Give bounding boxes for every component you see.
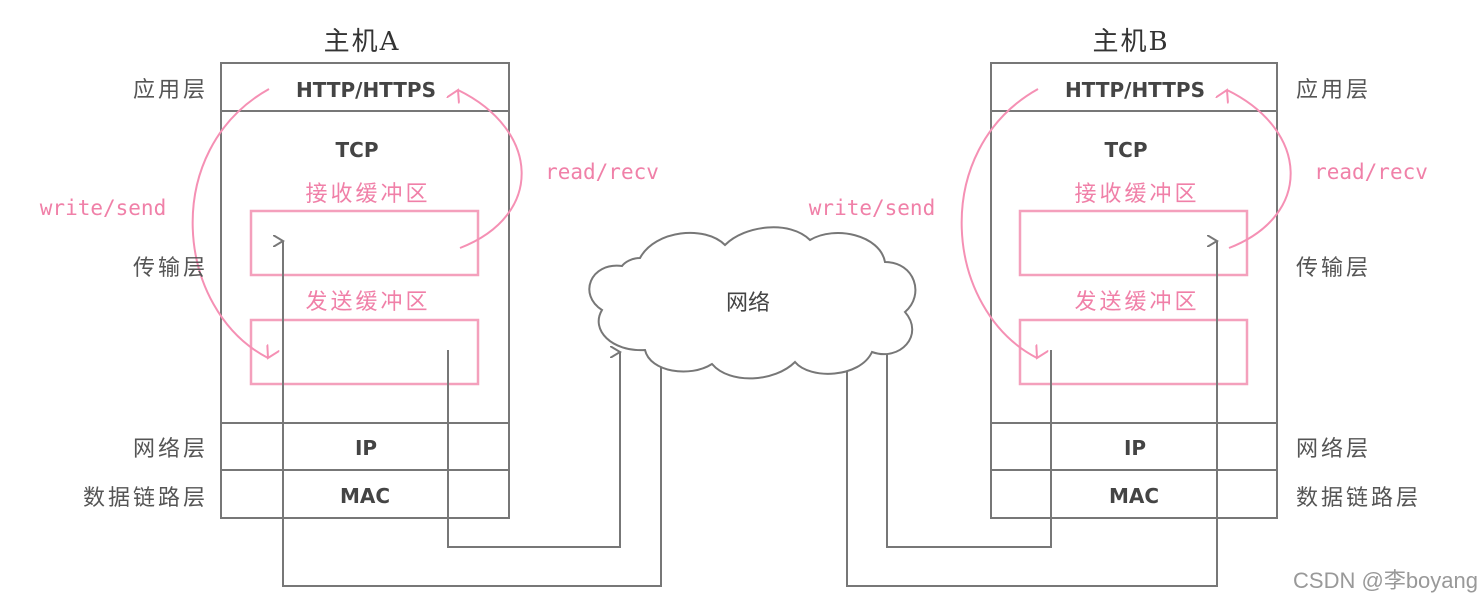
host-a: 主机A HTTP/HTTPS TCP IP MAC 接收缓冲区 发送缓冲区 wr… [40,27,662,587]
host-a-link-protocol: MAC [340,484,390,508]
host-a-app-protocol: HTTP/HTTPS [296,78,436,102]
host-b-send-buffer [1018,318,1249,386]
right-network-layer-label: 网络层 [1296,437,1371,462]
host-a-send-path [447,350,620,548]
host-a-write-send-label: write/send [40,196,166,220]
host-a-send-buffer [249,318,480,386]
left-network-layer-label: 网络层 [133,437,208,462]
cloud-shape [588,226,917,380]
host-a-transport-protocol: TCP [336,138,379,162]
left-datalink-layer-label: 数据链路层 [83,486,208,511]
host-b-send-path [887,336,1052,548]
host-a-read-recv-arrow [458,90,523,249]
layer-labels-left: 应用层 传输层 网络层 数据链路层 [83,78,208,511]
host-b-send-buffer-label: 发送缓冲区 [1074,290,1199,315]
host-b-network-protocol: IP [1124,436,1146,460]
host-b-read-recv-arrow [1227,90,1292,249]
watermark-text: CSDN @李boyang [1293,568,1478,593]
host-a-write-send-arrow [191,88,269,358]
network-label: 网络 [726,291,770,316]
host-a-network-protocol: IP [355,436,377,460]
right-transport-layer-label: 传输层 [1296,256,1371,281]
layer-labels-right: 应用层 传输层 网络层 数据链路层 [1296,78,1421,511]
left-application-layer-label: 应用层 [133,78,208,103]
host-b-write-send-label: write/send [809,196,935,220]
host-a-read-recv-label: read/recv [545,160,659,184]
host-b-write-send-arrow [960,88,1038,358]
host-b-transport-protocol: TCP [1105,138,1148,162]
host-b-read-recv-label: read/recv [1314,160,1428,184]
host-b-stack-box [990,62,1278,519]
host-a-stack-box [220,62,510,519]
host-b-link-protocol: MAC [1109,484,1159,508]
host-a-recv-buffer-label: 接收缓冲区 [305,182,430,207]
host-a-recv-path [283,241,662,587]
host-b-app-protocol: HTTP/HTTPS [1065,78,1205,102]
left-transport-layer-label: 传输层 [133,256,208,281]
network-cloud: 网络 [588,226,917,380]
host-a-title: 主机A [324,27,401,57]
right-datalink-layer-label: 数据链路层 [1296,486,1421,511]
host-b-title: 主机B [1092,27,1169,57]
host-b-recv-path [846,241,1217,587]
right-application-layer-label: 应用层 [1296,78,1371,103]
host-b-recv-buffer-label: 接收缓冲区 [1074,182,1199,207]
host-a-send-buffer-label: 发送缓冲区 [305,290,430,315]
host-a-recv-buffer [249,209,480,277]
host-b-recv-buffer [1018,209,1249,277]
host-b: 主机B HTTP/HTTPS TCP IP MAC 接收缓冲区 发送缓冲区 wr… [809,27,1428,587]
